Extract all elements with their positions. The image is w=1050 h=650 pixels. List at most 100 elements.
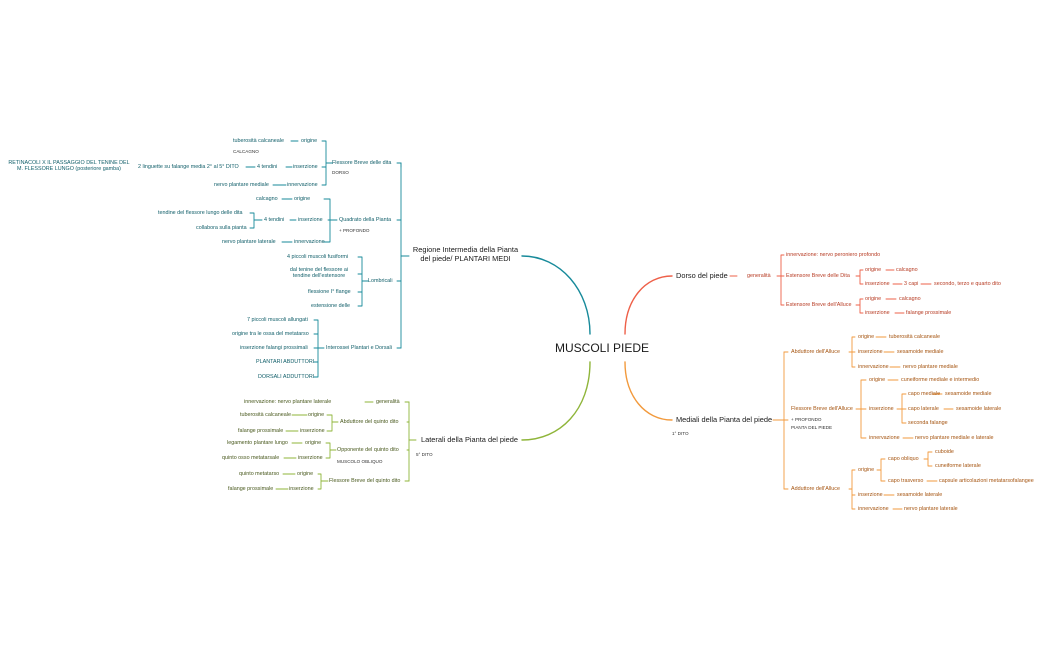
node-innervazione: innervazione [858, 506, 889, 512]
node-quinto-osso: quinto osso metatarsale [222, 455, 280, 461]
node-innervazione-laterale: innervazione: nervo plantare laterale [244, 399, 332, 405]
node-tuberosita: tuberosità calcaneale [240, 412, 291, 418]
node-calcagno: calcagno [896, 267, 918, 273]
node-origine: origine [294, 196, 311, 202]
node-sesamoide-mediale: sesamoide mediale [945, 391, 992, 397]
node-interossei-item: origine tra le ossa del metatarso [232, 331, 309, 337]
node-origine: origine [305, 440, 322, 446]
node-generalita: generalità [747, 273, 771, 279]
node-capo-trasverso: capo trasverso [888, 478, 924, 484]
node-capsule-articolazioni: capsule articolazioni metatarsofalangee [939, 478, 1034, 484]
node-nervo-plantare-laterale: nervo plantare laterale [904, 506, 958, 512]
node-flessore-breve-quinto: Flessore Breve del quinto dito [329, 478, 401, 484]
branch-laterali: Laterali della Pianta del piede [421, 435, 518, 444]
node-inserzione: inserzione [858, 492, 883, 498]
node-sesamoide-laterale: sesamoide laterale [897, 492, 943, 498]
node-innervazione: innervazione [858, 364, 889, 370]
node-collabora: collabora sulla pianta [196, 225, 247, 231]
node-abduttore-alluce: Abduttore dell'Alluce [791, 349, 840, 355]
node-seconda-falange: seconda falange [908, 420, 948, 426]
node-2-linguette: 2 linguette su falange media 2° al 5° DI… [138, 164, 239, 170]
node-flessore-breve-alluce: Flessore Breve dell'Alluce [791, 406, 853, 412]
trunk-red [624, 275, 673, 335]
node-interossei-item: 7 piccoli muscoli allungati [247, 317, 308, 323]
node-lombricali: Lombricali [368, 278, 393, 284]
node-sesamoide-mediale: sesamoide mediale [897, 349, 944, 355]
note-piu-profondo: + PROFONDO [339, 228, 370, 233]
node-lombricali-item: estensione delle [311, 303, 350, 309]
node-4-tendini: 4 tendini [257, 164, 278, 170]
node-innervazione-peroniero: innervazione: nervo peroniero profondo [786, 252, 881, 258]
node-retinacoli: RETINACOLI X IL PASSAGGIO DEL TENINE DEL… [8, 160, 130, 173]
node-estensore-breve-dita: Estensore Breve delle Dita [786, 273, 850, 279]
node-interossei: Interossei Plantari e Dorsali [326, 345, 392, 351]
node-flessore-breve-dita: Flessore Breve delle dita [332, 160, 392, 166]
node-generalita: generalità [376, 399, 400, 405]
branch-plantari-medi: Regione Intermedia della Pianta del pied… [412, 245, 519, 263]
branch-mediali: Mediali della Pianta del piede [676, 415, 773, 424]
node-origine: origine [865, 296, 882, 302]
node-cuneiforme-mediale: cuneiforme mediale e intermedio [901, 377, 980, 383]
trunk-green [521, 361, 591, 441]
node-capo-mediale: capo mediale [908, 391, 941, 397]
node-capo-laterale: capo laterale [908, 406, 939, 412]
node-tuberosita: tuberosità calcaneale [233, 138, 284, 144]
note-5-dito: 5° DITO [416, 452, 433, 457]
node-tendine-flessore: tendine del flessore lungo delle dita [158, 210, 243, 216]
node-nervo-plantare-mediale: nervo plantare mediale [903, 364, 958, 370]
trunk-teal [521, 255, 591, 335]
node-inserzione: inserzione [298, 217, 323, 223]
node-quinto-metatarso: quinto metatarso [239, 471, 280, 477]
node-interossei-item: DORSALI ADDUTTORI [258, 374, 315, 380]
node-falange-prossimale: falange prossimale [906, 310, 952, 316]
root-title: MUSCOLI PIEDE [555, 341, 650, 355]
node-inserzione: inserzione [858, 349, 883, 355]
trunk-orange [624, 361, 673, 421]
node-secondo-terzo-quarto: secondo, terzo e quarto dito [934, 281, 1001, 287]
node-nervo-plantare-mediale: nervo plantare mediale [214, 182, 269, 188]
node-abduttore-quinto: Abduttore del quinto dito [340, 419, 399, 425]
node-inserzione: inserzione [293, 164, 318, 170]
node-origine: origine [858, 334, 875, 340]
node-capo-obliquo: capo obliquo [888, 456, 919, 462]
node-origine: origine [858, 467, 875, 473]
note-pianta-piede: PIANTA DEL PIEDE [791, 425, 833, 430]
node-falange-prossimale: falange prossimale [228, 486, 274, 492]
node-falange-prossimale: falange prossimale [238, 428, 284, 434]
node-3-capi: 3 capi [904, 281, 919, 287]
node-cuneiforme-laterale: cuneiforme laterale [935, 463, 981, 469]
node-origine: origine [869, 377, 886, 383]
node-innervazione: innervazione [287, 182, 318, 188]
node-lombricali-item: 4 piccoli muscoli fusiformi [287, 254, 349, 260]
note-muscolo-obliquo: MUSCOLO OBLIQUO [337, 459, 383, 464]
node-inserzione: inserzione [869, 406, 894, 412]
note-1-dito: 1° DITO [672, 431, 689, 436]
node-calcagno: calcagno [899, 296, 921, 302]
node-4-tendini: 4 tendini [264, 217, 285, 223]
node-interossei-item: PLANTARI ABDUTTORI [256, 359, 315, 365]
node-interossei-item: inserzione falangi prossimali [240, 345, 308, 351]
node-adduttore-alluce: Adduttore dell'Alluce [791, 486, 840, 492]
node-cuboide: cuboide [935, 449, 954, 455]
node-inserzione: inserzione [298, 455, 323, 461]
node-innervazione: innervazione [294, 239, 325, 245]
node-origine: origine [865, 267, 882, 273]
note-calcagno: CALCAGNO [233, 149, 259, 154]
node-estensore-breve-alluce: Estensore Breve dell'Alluce [786, 302, 852, 308]
note-dorso: DORSO [332, 170, 349, 175]
node-lombricali-item: flessione I° flange [308, 289, 351, 295]
node-calcagno: calcagno [256, 196, 278, 202]
node-origine: origine [301, 138, 318, 144]
node-opponente-quinto: Opponente del quinto dito [337, 447, 399, 453]
node-origine: origine [308, 412, 325, 418]
node-lombricali-item: dal tenine del flessore ai tendine dell'… [289, 267, 349, 280]
branch-dorso: Dorso del piede [676, 271, 728, 280]
node-legamento-plantare: legamento plantare lungo [227, 440, 288, 446]
node-origine: origine [297, 471, 314, 477]
node-inserzione: inserzione [300, 428, 325, 434]
note-piu-profondo: + PROFONDO [791, 417, 822, 422]
node-sesamoide-laterale: sesamoide laterale [956, 406, 1002, 412]
node-nervo-plantare-mediale-laterale: nervo plantare mediale e laterale [915, 435, 994, 441]
